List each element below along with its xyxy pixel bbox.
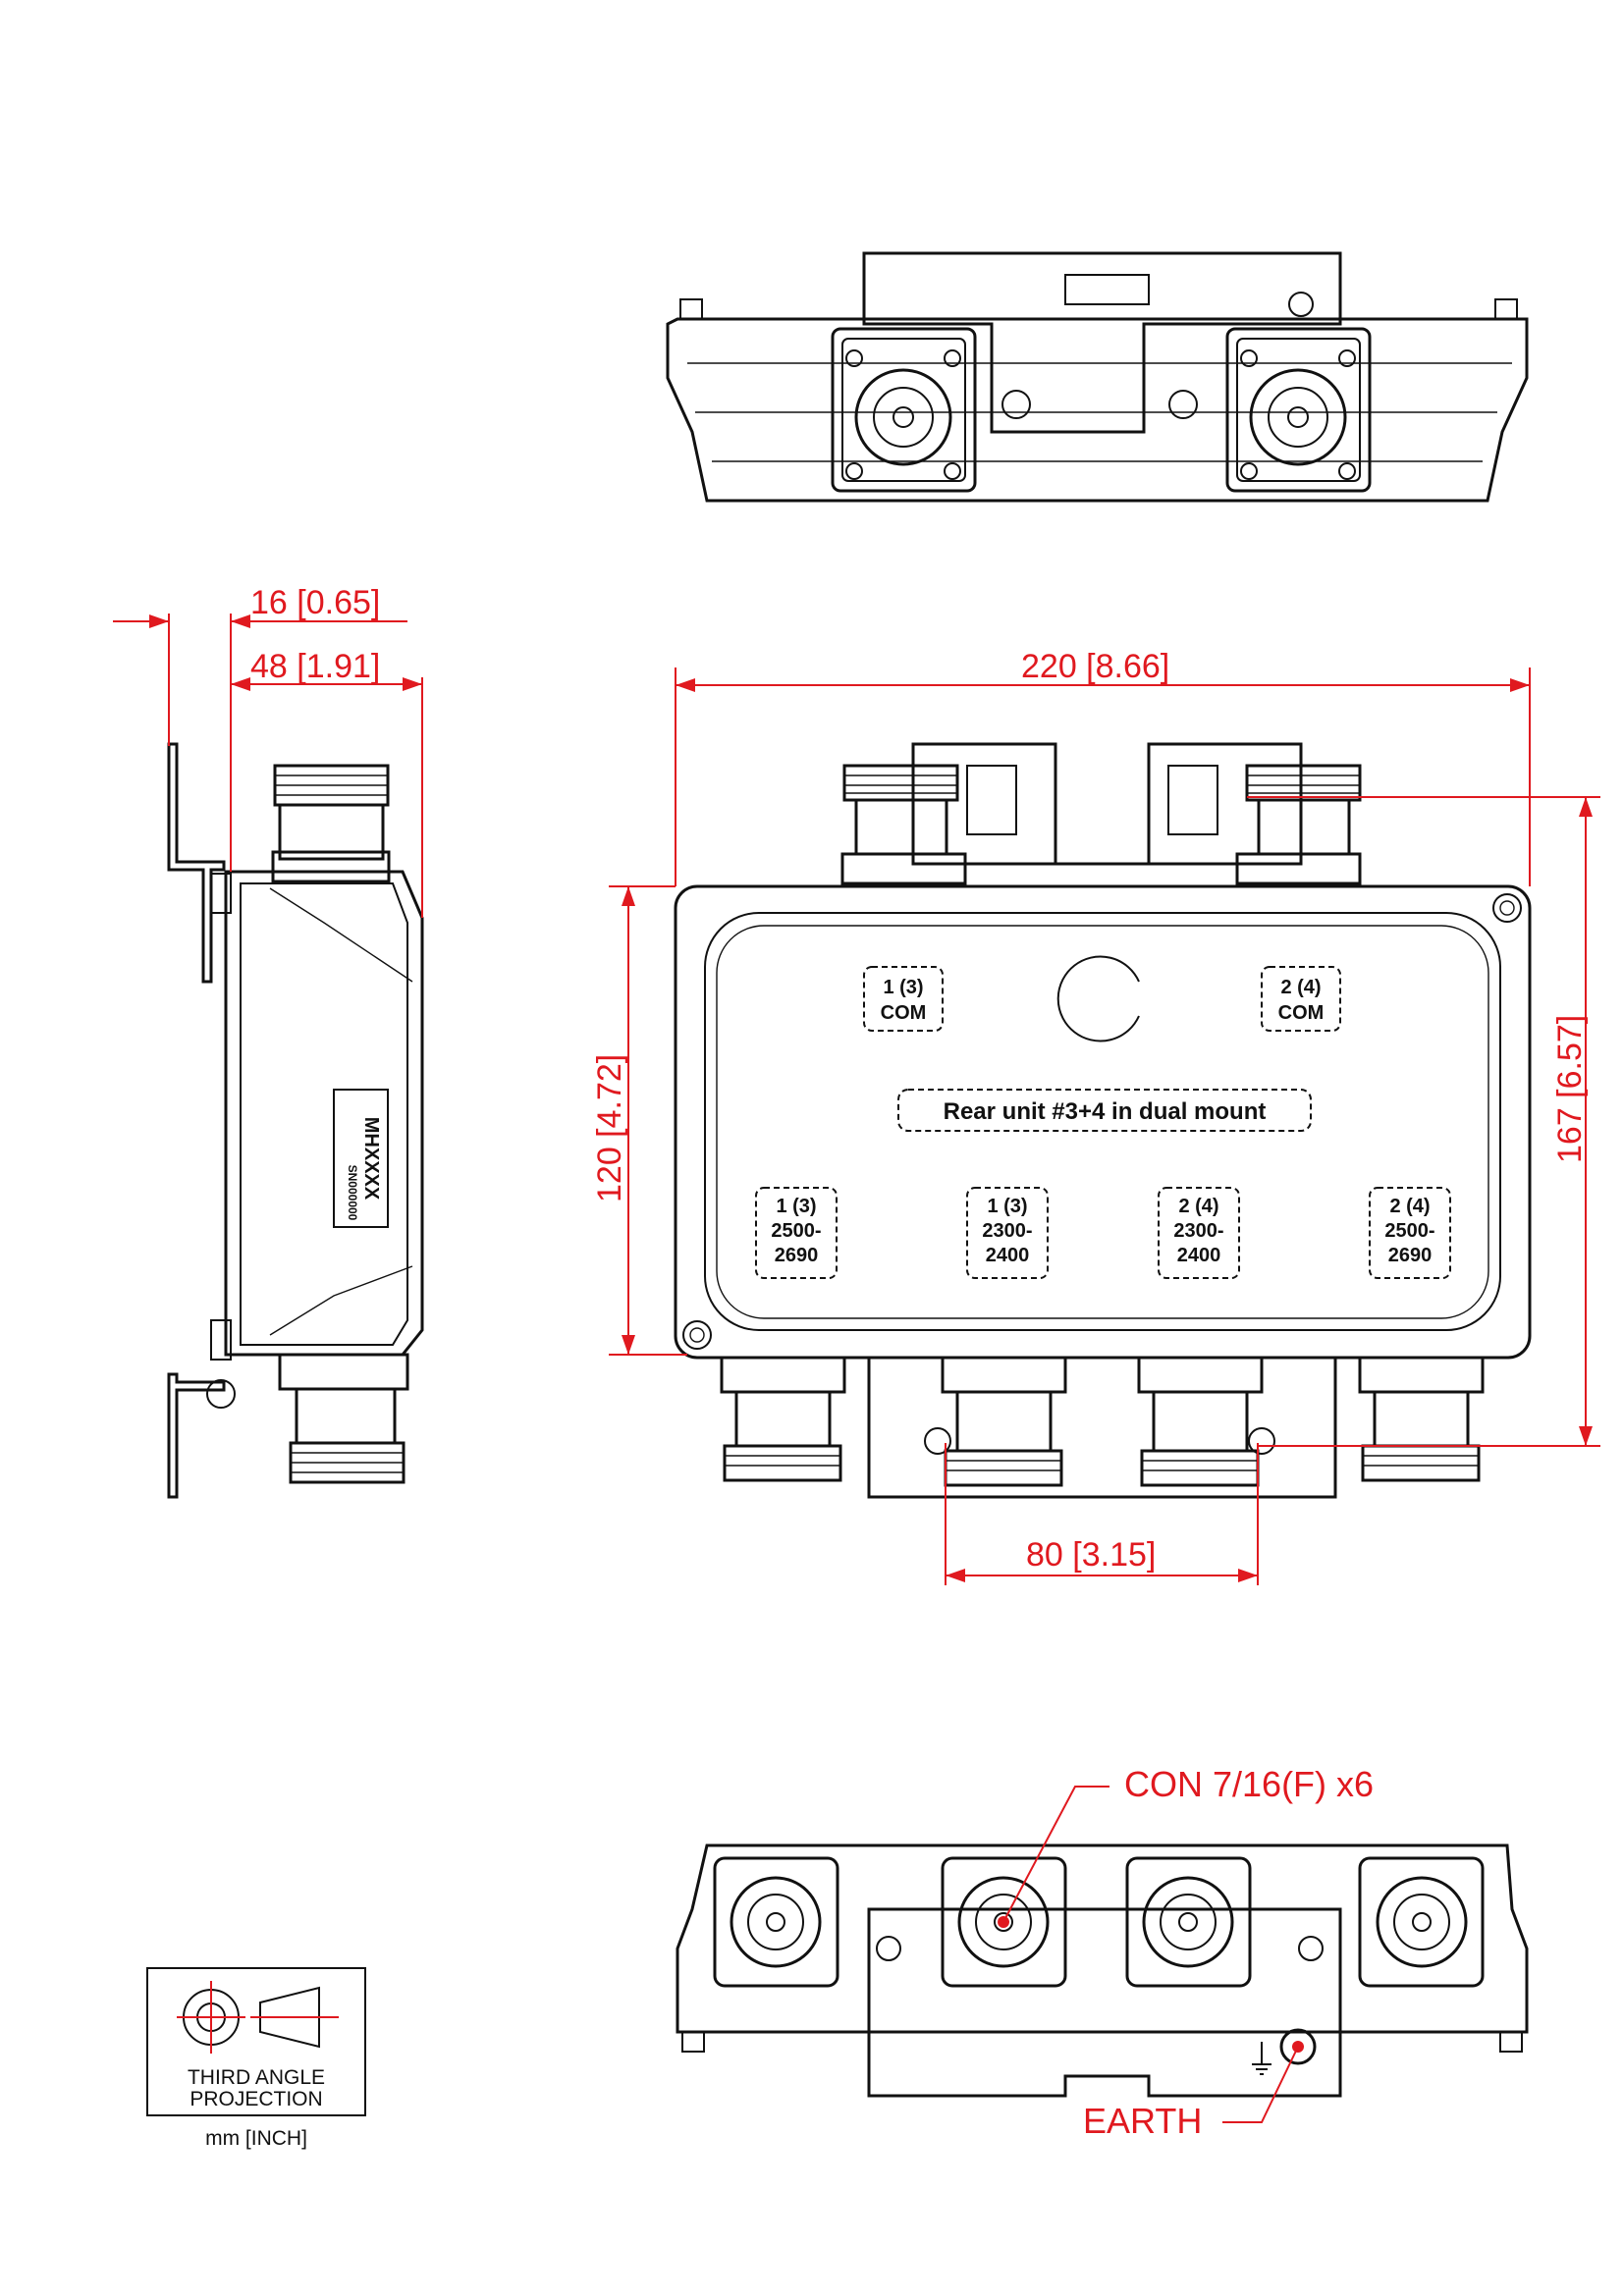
front-dimensions: 220 [8.66] 120 [4.72] 167 [6.57] 80 [3.1…: [591, 648, 1600, 1585]
label-p4-band-start: 2500-: [1384, 1220, 1434, 1242]
label-com2-port: 2 (4): [1280, 977, 1321, 998]
label-p2-band-start: 2300-: [982, 1220, 1032, 1242]
label-p3-band-start: 2300-: [1173, 1220, 1223, 1242]
dim-side-depth: 48 [1.91]: [250, 648, 380, 685]
callout-earth: EARTH: [1083, 2101, 1202, 2141]
label-p3-port: 2 (4): [1178, 1196, 1218, 1217]
label-p1-band-start: 2500-: [771, 1220, 821, 1242]
label-p3-band-end: 2400: [1177, 1245, 1221, 1266]
label-p4-band-end: 2690: [1388, 1245, 1433, 1266]
label-p2-band-end: 2400: [986, 1245, 1030, 1266]
label-p4-port: 2 (4): [1389, 1196, 1430, 1217]
top-connector-right: [1225, 327, 1372, 493]
projection-line1: THIRD ANGLE: [188, 2066, 325, 2089]
front-view: 1 (3) COM 2 (4) COM Rear unit #3+4 in du…: [674, 742, 1532, 1499]
label-com2-name: COM: [1278, 1002, 1325, 1024]
label-p1-band-end: 2690: [775, 1245, 819, 1266]
label-com1-name: COM: [881, 1002, 927, 1024]
label-dual-mount: Rear unit #3+4 in dual mount: [944, 1098, 1267, 1125]
side-serial-label: SN000000: [346, 1165, 359, 1221]
label-p2-port: 1 (3): [987, 1196, 1027, 1217]
top-view: [666, 251, 1529, 503]
projection-line2: PROJECTION: [189, 2088, 322, 2110]
callouts: CON 7/16(F) x6 EARTH: [998, 1764, 1374, 2141]
projection-symbol: THIRD ANGLE PROJECTION mm [INCH]: [146, 1967, 366, 2150]
callout-connector: CON 7/16(F) x6: [1124, 1764, 1374, 1804]
side-dimensions: 16 [0.65] 48 [1.91]: [113, 584, 423, 918]
dim-overall-height: 167 [6.57]: [1551, 1015, 1589, 1163]
dim-connector-pitch: 80 [3.15]: [1026, 1536, 1156, 1574]
dim-side-offset: 16 [0.65]: [250, 584, 380, 621]
bottom-view: [676, 1843, 1529, 2098]
front-bottom-connector-2: [941, 1356, 1067, 1487]
dim-width: 220 [8.66]: [1021, 648, 1169, 685]
ground-icon: [1252, 2042, 1271, 2075]
side-model-label: MHXXXX: [360, 1117, 382, 1201]
bottom-connector-2: [941, 1856, 1067, 1988]
front-top-connector-left: [840, 764, 967, 885]
front-bottom-connector-4: [1358, 1356, 1485, 1482]
front-bottom-connector-1: [720, 1356, 846, 1482]
earth-screw: [1279, 2028, 1317, 2065]
bottom-connector-1: [713, 1856, 839, 1988]
units-label: mm [INCH]: [205, 2127, 307, 2150]
dim-body-height: 120 [4.72]: [591, 1054, 628, 1202]
label-p1-port: 1 (3): [776, 1196, 816, 1217]
front-top-connector-right: [1235, 764, 1362, 885]
bottom-connector-4: [1358, 1856, 1485, 1988]
bottom-connector-3: [1125, 1856, 1252, 1988]
side-view: MHXXXX SN000000: [167, 742, 424, 1499]
label-com1-port: 1 (3): [883, 977, 923, 998]
top-connector-left: [831, 327, 977, 493]
front-bottom-connector-3: [1137, 1356, 1264, 1487]
